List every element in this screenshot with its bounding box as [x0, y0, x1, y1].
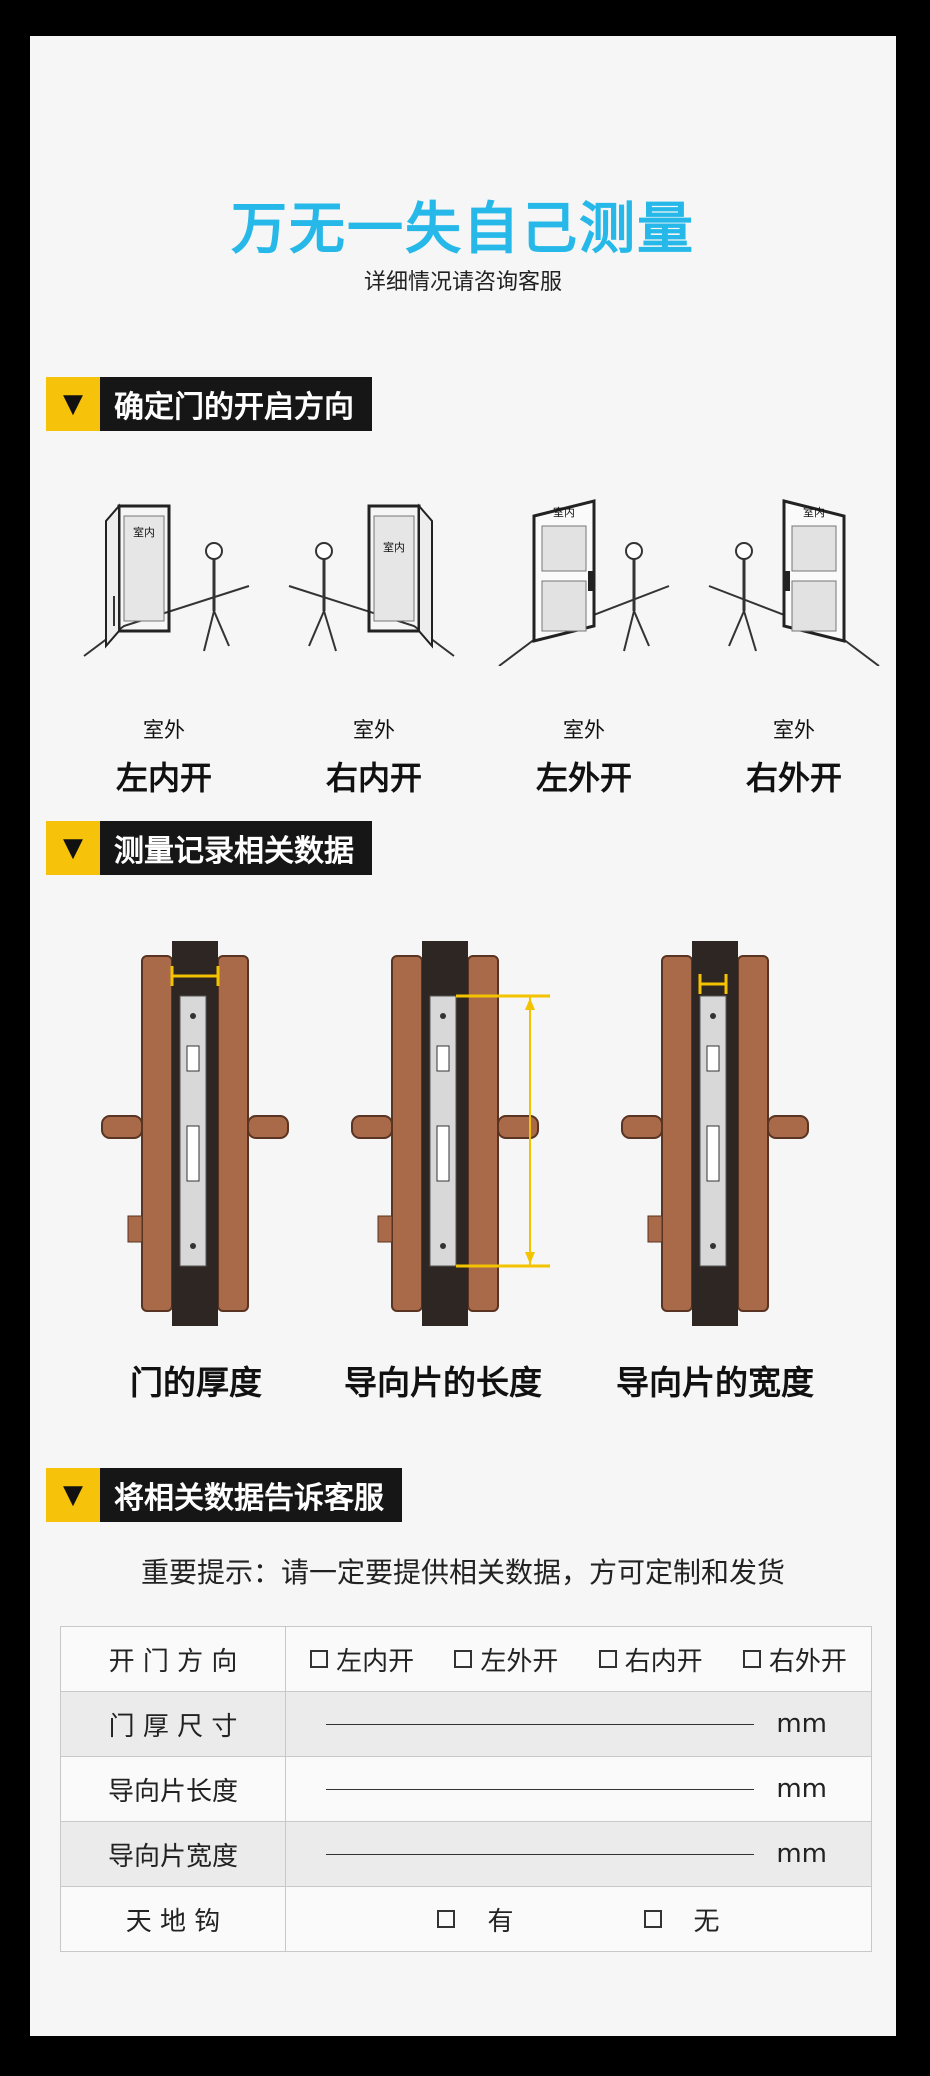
outside-label: 室外	[773, 718, 815, 742]
checkbox-icon[interactable]	[742, 1650, 761, 1668]
row-value: mm	[285, 1691, 872, 1757]
unit-label: mm	[776, 1839, 827, 1869]
page-subtitle: 详细情况请咨询客服	[363, 270, 562, 295]
door-figure-right-inward: 室内 室外 右内开	[284, 476, 464, 797]
table-row: 开 门 方 向 左内开 左外开 右内开 右外开	[60, 1626, 872, 1692]
row-label: 导向片长度	[60, 1756, 286, 1822]
checkbox-icon[interactable]	[310, 1650, 329, 1668]
outside-label: 室外	[353, 718, 395, 742]
checkbox-icon[interactable]	[643, 1910, 662, 1928]
door-left-outward-illustration: 室内	[498, 499, 670, 666]
inside-label: 室内	[133, 525, 155, 539]
door-right-inward-illustration: 室内	[288, 503, 455, 657]
row-label: 门 厚 尺 寸	[60, 1691, 286, 1757]
triangle-down-icon: ▼	[46, 377, 100, 431]
door-caption: 左外开	[535, 759, 632, 797]
door-right-outward-illustration: 室内	[708, 499, 880, 666]
triangle-down-icon: ▼	[46, 1468, 100, 1522]
section-header-tell-service: ▼ 将相关数据告诉客服	[46, 1468, 402, 1522]
row-value: mm	[285, 1821, 872, 1887]
section-header-measurements: ▼ 测量记录相关数据	[46, 821, 372, 875]
inside-label: 室内	[383, 540, 405, 554]
caption-guide-length: 导向片的长度	[344, 1363, 542, 1402]
fill-in-line[interactable]	[326, 1853, 755, 1855]
door-left-inward-illustration: 室内	[83, 503, 250, 657]
row-value: mm	[285, 1756, 872, 1822]
lock-figure-guide-length	[350, 936, 570, 1336]
table-row: 天 地 钩 有 无	[60, 1886, 872, 1952]
product-detail-page: 万无一失自己测量 详细情况请咨询客服 ▼ 确定门的开启方向 室内 室外 左内开	[30, 36, 896, 2036]
row-label: 天 地 钩	[60, 1886, 286, 1952]
door-caption: 右内开	[325, 759, 422, 797]
option-right-inward[interactable]: 右内开	[598, 1641, 703, 1678]
row-value: 有 无	[285, 1886, 872, 1952]
section-title: 将相关数据告诉客服	[100, 1468, 402, 1522]
fill-in-line[interactable]	[326, 1788, 755, 1790]
row-label: 开 门 方 向	[60, 1626, 286, 1692]
section-title: 确定门的开启方向	[100, 377, 372, 431]
unit-label: mm	[776, 1774, 827, 1804]
outside-label: 室外	[143, 718, 185, 742]
door-figure-left-inward: 室内 室外 左内开	[74, 476, 254, 797]
lock-thickness-illustration	[101, 941, 289, 1326]
table-row: 导向片长度 mm	[60, 1756, 872, 1822]
section-title: 测量记录相关数据	[100, 821, 372, 875]
lock-guide-width-illustration	[621, 941, 809, 1326]
caption-door-thickness: 门的厚度	[130, 1363, 262, 1402]
door-caption: 右外开	[745, 759, 842, 797]
outside-label: 室外	[563, 718, 605, 742]
door-figure-left-outward: 室内 室外 左外开	[494, 476, 674, 797]
option-yes[interactable]: 有	[437, 1901, 514, 1938]
caption-guide-width: 导向片的宽度	[616, 1363, 814, 1402]
important-notice: 重要提示：请一定要提供相关数据，方可定制和发货	[140, 1556, 785, 1589]
option-left-outward[interactable]: 左外开	[454, 1641, 558, 1678]
lock-figure-guide-width	[620, 936, 840, 1336]
inside-label: 室内	[803, 505, 825, 519]
lock-figure-door-thickness	[100, 936, 320, 1336]
checkbox-icon[interactable]	[437, 1910, 456, 1928]
lock-guide-length-illustration	[351, 941, 550, 1326]
option-right-outward[interactable]: 右外开	[742, 1641, 847, 1678]
measurement-form-table: 开 门 方 向 左内开 左外开 右内开 右外开 门 厚 尺 寸 mm 导向片长度…	[60, 1626, 872, 1952]
checkbox-icon[interactable]	[454, 1650, 473, 1668]
triangle-down-icon: ▼	[46, 821, 100, 875]
row-label: 导向片宽度	[60, 1821, 286, 1887]
fill-in-line[interactable]	[326, 1723, 755, 1725]
section-header-door-direction: ▼ 确定门的开启方向	[46, 377, 372, 431]
table-row: 门 厚 尺 寸 mm	[60, 1691, 872, 1757]
unit-label: mm	[776, 1709, 827, 1739]
door-caption: 左内开	[115, 759, 212, 797]
option-left-inward[interactable]: 左内开	[310, 1641, 414, 1678]
option-no[interactable]: 无	[643, 1901, 720, 1938]
checkbox-icon[interactable]	[598, 1650, 617, 1668]
row-value: 左内开 左外开 右内开 右外开	[285, 1626, 872, 1692]
inside-label: 室内	[553, 505, 575, 519]
table-row: 导向片宽度 mm	[60, 1821, 872, 1887]
page-title: 万无一失自己测量	[231, 197, 695, 262]
door-figure-right-outward: 室内 室外 右外开	[704, 476, 884, 797]
